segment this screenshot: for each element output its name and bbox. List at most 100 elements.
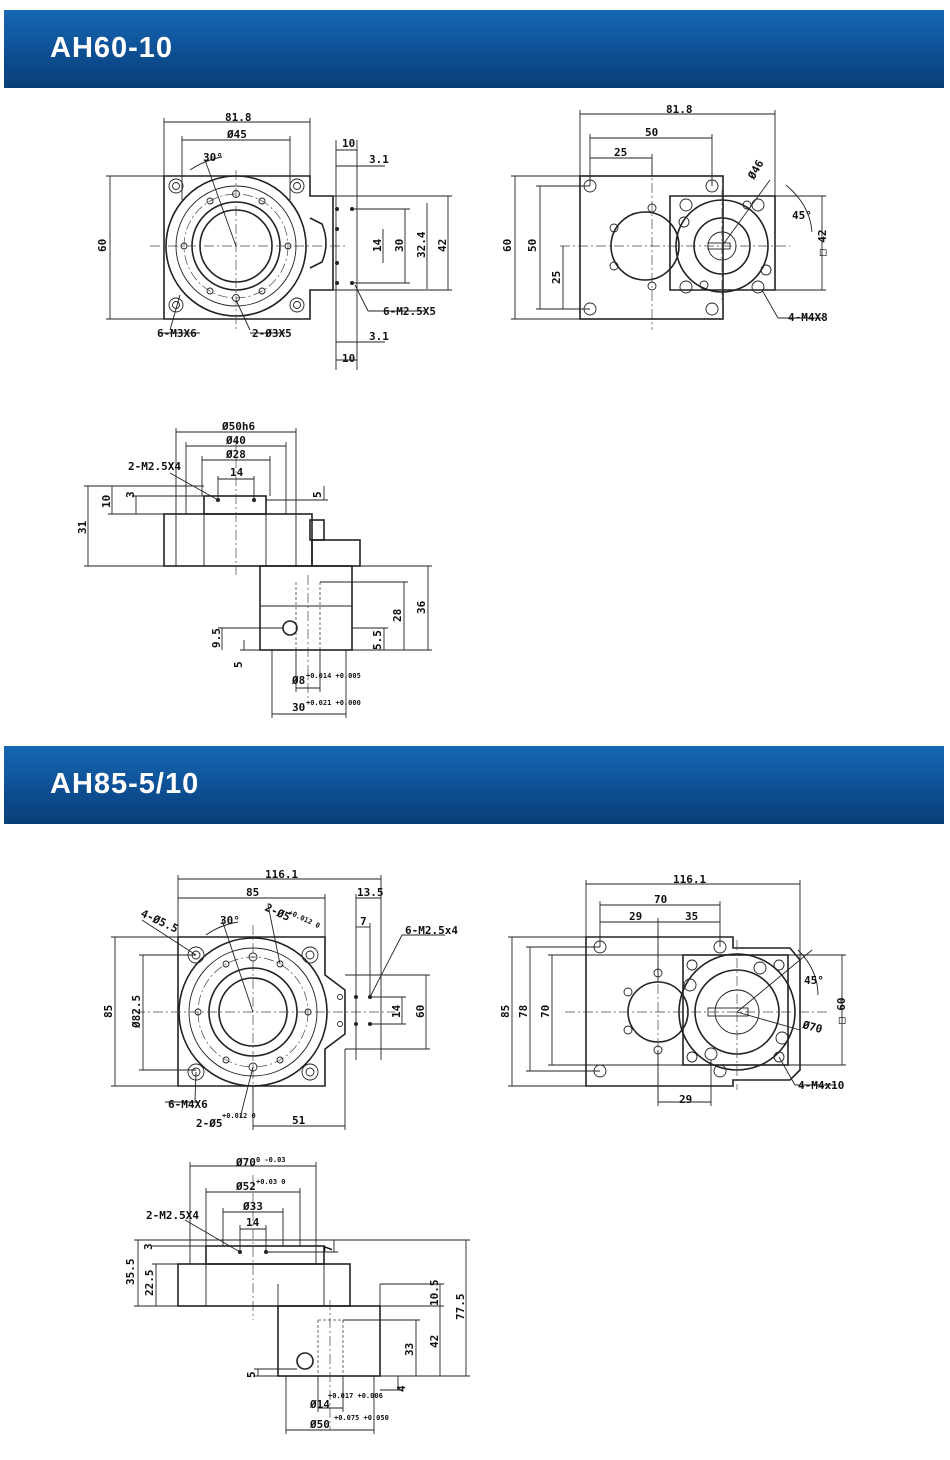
dimension-label: 78	[517, 1005, 530, 1018]
dimension-label: 33	[403, 1343, 416, 1356]
section-title: AH85-5/10	[50, 768, 200, 800]
dimension-label: 4	[395, 1385, 408, 1392]
dimension-label: Ø8	[291, 674, 305, 687]
dimension-label: 4-M4x10	[798, 1079, 844, 1092]
dimension-label: 2-Ø3X5	[252, 327, 292, 340]
dimension-label: 2-M2.5X4	[146, 1209, 199, 1222]
dimension-label: 6-M2.5x4	[405, 924, 458, 937]
dimension-label: 35.5	[124, 1259, 137, 1286]
dimension-label: 2-Ø5	[196, 1117, 223, 1130]
dimension-label: 0 -0.03	[256, 1156, 286, 1164]
ah85-top-view: 116.1 85 13.5 7 6-M2.5x4 4-Ø5.5 30° 2-Ø5…	[102, 868, 458, 1130]
dimension-label: Ø14	[309, 1398, 330, 1411]
dimension-label: +0.012 0	[287, 909, 321, 931]
dimension-label: 116.1	[673, 873, 706, 886]
dimension-label: +0.075 +0.050	[334, 1414, 389, 1422]
dimension-label: 29	[679, 1093, 692, 1106]
dimension-label: 45°	[792, 209, 812, 222]
ah85-rear-view: 116.1 70 29 35 45° 85 78 70 □ 60 Ø70 4-M…	[499, 873, 848, 1106]
dimension-label: 7	[360, 915, 367, 928]
dimension-label: 5	[232, 661, 245, 668]
dimension-label: Ø50	[309, 1418, 330, 1431]
dimension-label: +0.012 0	[222, 1112, 256, 1120]
dimension-label: 4-M4X8	[788, 311, 828, 324]
dimension-label: 14	[390, 1004, 403, 1018]
dimension-label: Ø40	[225, 434, 246, 447]
dimension-label: Ø70	[800, 1018, 824, 1036]
dimension-label: 14	[230, 466, 244, 479]
dimension-label: 6-M2.5X5	[383, 305, 436, 318]
dimension-label: 29	[629, 910, 642, 923]
dimension-label: 36	[415, 600, 428, 614]
dimension-label: 30	[393, 239, 406, 252]
ah60-rear-view: 81.8 50 25 Ø46 45° 60 50 25 □ 42 4-M4X8	[501, 103, 829, 330]
ah85-drawings: 116.1 85 13.5 7 6-M2.5x4 4-Ø5.5 30° 2-Ø5…	[102, 868, 848, 1434]
dimension-label: 25	[614, 146, 627, 159]
dimension-label: 13.5	[357, 886, 384, 899]
dimension-label: 70	[539, 1005, 552, 1018]
dimension-label: Ø82.5	[130, 995, 143, 1029]
dimension-label: 14	[246, 1216, 260, 1229]
dimension-label: 42	[436, 239, 449, 252]
dimension-label: 3	[124, 491, 137, 498]
section-banner-ah60: AH60-10	[4, 10, 944, 88]
dimension-label: 10	[100, 495, 113, 508]
dimension-label: 35	[685, 910, 698, 923]
section-banner-ah85: AH85-5/10	[4, 746, 944, 824]
ah85-side-view: Ø70 0 -0.03 Ø52 +0.03 0 Ø33 2-M2.5X4 14 …	[124, 1156, 470, 1434]
dimension-label: 2-M2.5X4	[128, 460, 181, 473]
dimension-label: 10	[342, 137, 355, 150]
dimension-label: 30°	[220, 914, 240, 927]
dimension-label: Ø70	[235, 1156, 256, 1169]
dimension-label: 85	[102, 1005, 115, 1018]
dimension-label: 31	[76, 520, 89, 534]
dimension-label: 28	[391, 609, 404, 622]
dimension-label: 45°	[804, 974, 824, 987]
dimension-label: 6-M4X6	[168, 1098, 208, 1111]
dimension-label: 10	[342, 352, 355, 365]
dimension-label: Ø46	[745, 157, 767, 182]
ah60-top-view: 81.8 Ø45 30° 10 3.1 60 14 30 32.4 42 6-M…	[96, 111, 452, 370]
dimension-label: 5	[311, 491, 324, 498]
dimension-label: 14	[371, 238, 384, 252]
dimension-label: 30	[292, 701, 305, 714]
dimension-label: +0.014 +0.005	[306, 672, 361, 680]
dimension-label: 77.5	[454, 1294, 467, 1321]
dimension-label: 60	[414, 1005, 427, 1018]
dimension-label: 5	[245, 1371, 258, 1378]
dimension-label: Ø45	[226, 128, 247, 141]
dimension-label: 9.5	[210, 628, 223, 648]
dimension-label: +0.03 0	[256, 1178, 286, 1186]
dimension-label: 6-M3X6	[157, 327, 197, 340]
dimension-label: 116.1	[265, 868, 298, 881]
dimension-label: 70	[654, 893, 667, 906]
dimension-label: Ø33	[242, 1200, 263, 1213]
ah60-side-view: Ø50h6 Ø40 Ø28 2-M2.5X4 14 3 10 5 31 36 2…	[76, 420, 432, 718]
dimension-label: 10.5	[428, 1280, 441, 1307]
dimension-label: 60	[501, 239, 514, 252]
dimension-label: □ 42	[816, 230, 829, 257]
dimension-label: 50	[645, 126, 658, 139]
dimension-label: 30°	[203, 151, 223, 164]
dimension-label: 3.1	[369, 153, 389, 166]
dimension-label: Ø50h6	[221, 420, 255, 433]
dimension-label: 81.8	[666, 103, 693, 116]
dimension-label: Ø28	[225, 448, 246, 461]
dimension-label: 3	[142, 1243, 155, 1250]
dimension-label: 32.4	[415, 231, 428, 258]
dimension-label: 25	[550, 271, 563, 284]
dimension-label: 50	[526, 239, 539, 252]
dimension-label: +0.021 +0.000	[306, 699, 361, 707]
dimension-label: 42	[428, 1335, 441, 1348]
dimension-label: 85	[499, 1005, 512, 1018]
section-title: AH60-10	[50, 32, 174, 64]
dimension-label: 7	[322, 1245, 335, 1252]
ah60-drawings: 81.8 Ø45 30° 10 3.1 60 14 30 32.4 42 6-M…	[76, 103, 829, 718]
dimension-label: 81.8	[225, 111, 252, 124]
dimension-label: +0.017 +0.006	[328, 1392, 383, 1400]
dimension-label: 51	[292, 1114, 306, 1127]
dimension-label: Ø52	[235, 1180, 256, 1193]
dimension-label: 5.5	[371, 630, 384, 650]
dimension-label: 85	[246, 886, 259, 899]
dimension-label: 22.5	[143, 1270, 156, 1297]
